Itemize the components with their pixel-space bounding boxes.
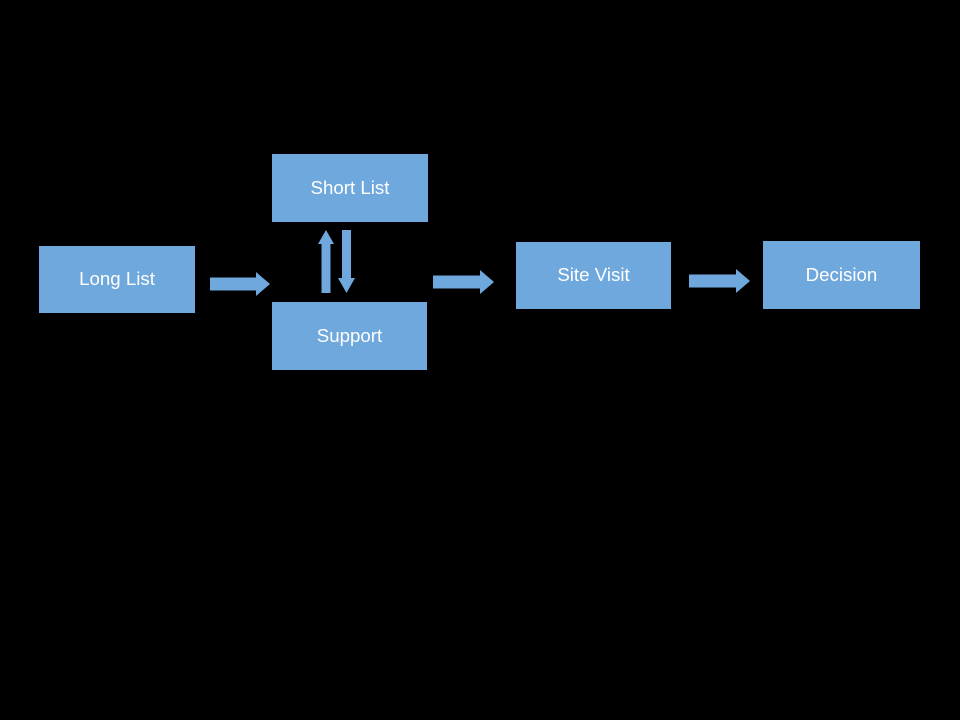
node-short-list: Short List xyxy=(272,154,428,222)
node-site-visit: Site Visit xyxy=(516,242,671,309)
node-site-visit-label: Site Visit xyxy=(557,264,630,286)
arrow-right-icon-site-visit-to-decision xyxy=(689,269,750,293)
node-support-label: Support xyxy=(316,324,383,346)
arrow-right-icon-long-list-to-middle xyxy=(210,272,270,296)
arrow-up-icon-support-to-short-list xyxy=(318,230,334,293)
node-decision: Decision xyxy=(763,241,920,309)
node-short-list-label: Short List xyxy=(310,176,390,198)
node-decision-label: Decision xyxy=(805,263,878,285)
node-support: Support xyxy=(272,302,427,370)
arrow-right-icon-middle-to-site-visit xyxy=(433,270,494,294)
node-long-list: Long List xyxy=(39,246,195,313)
node-long-list-label: Long List xyxy=(79,268,155,290)
arrow-down-icon-short-list-to-support xyxy=(338,230,355,293)
